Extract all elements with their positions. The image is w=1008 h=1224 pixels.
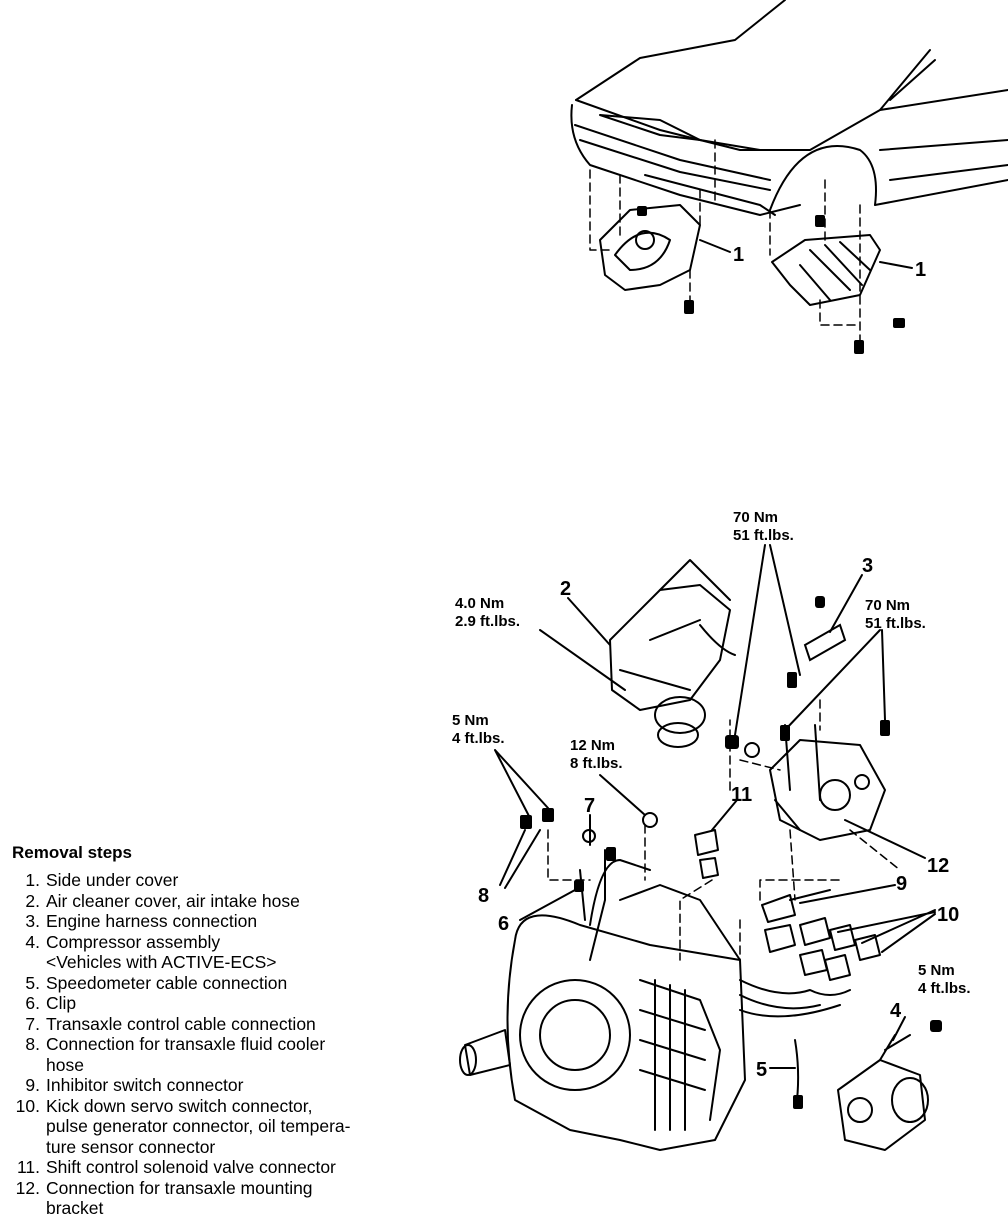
removal-step-number: 7. [25,1013,40,1034]
callout-6: 6 [498,913,509,935]
car-headlight [599,114,761,151]
removal-step-number: 8. [25,1034,40,1054]
removal-step-text: Shift control solenoid valve connector [46,1157,336,1177]
torque-2-9ftlbs: 2.9 ft.lbs. [455,613,520,630]
car-wheel-arch [769,145,877,211]
removal-step-text: Side under cover [46,870,179,890]
callout-1-left: 1 [733,244,744,266]
under-cover-right [771,234,881,306]
callout-5: 5 [756,1059,767,1081]
removal-steps-title: Removal steps [12,843,132,862]
removal-step-text: Speedometer cable connection [46,972,288,993]
removal-step-text: Inhibitor switch connector [46,1075,244,1095]
torque-4ftlbs-left: 4 ft.lbs. [452,730,505,747]
removal-step-text: Connection for transaxle mounting bracke… [46,1177,313,1219]
removal-step-number: 2. [25,890,40,911]
removal-step: 3. Engine harness connection [0,911,440,932]
removal-step-text: Kick down servo switch connector, pulse … [46,1095,351,1157]
removal-step-text: Transaxle control cable connection [46,1013,316,1034]
torque-5nm-left: 5 Nm [452,712,489,729]
removal-step-number: 1. [25,870,40,890]
transaxle-exploded-diagram: 2 3 4 5 6 7 8 9 10 11 12 70 Nm 51 ft.lbs… [452,509,971,1151]
callout-4: 4 [890,1000,902,1022]
removal-step-number: 9. [25,1075,40,1095]
removal-step-text: Clip [46,993,77,1013]
callout-10: 10 [937,904,959,926]
car-hood-edge [575,89,1008,151]
removal-step: 1. Side under cover [0,870,440,891]
callout-7: 7 [584,795,595,817]
callout-11: 11 [731,784,752,806]
callout-9: 9 [896,873,907,895]
removal-step-number: 5. [25,972,40,993]
transaxle-mounting-bracket [769,739,886,841]
removal-step: 4. Compressor assembly <Vehicles with ACT… [0,932,440,973]
removal-step-number: 11. [16,1157,40,1177]
removal-step: 11. Shift control solenoid valve connecto… [0,1157,440,1178]
removal-step: 12. Connection for transaxle mounting bra… [0,1178,440,1219]
shift-control-solenoid-connector [694,829,719,879]
inhibitor-switch-connector [761,889,831,923]
removal-steps-body: 1. Side under cover 2. Air cleaner cover, a… [0,870,440,1219]
callout-3: 3 [862,555,873,577]
removal-step-number: 4. [25,931,40,952]
removal-step: 7. Transaxle control cable connection [0,1014,440,1035]
torque-4nm: 4.0 Nm [455,595,504,612]
callout-2: 2 [560,578,571,600]
kick-down-servo-connectors [799,917,881,961]
removal-step: 10. Kick down servo switch connector, pul… [0,1096,440,1158]
removal-step-number: 6. [25,993,40,1013]
removal-step: 6. Clip [0,993,440,1014]
removal-step-text: Engine harness connection [46,911,258,931]
removal-step-text: Air cleaner cover, air intake hose [46,890,300,911]
callout-1-right: 1 [915,259,926,281]
torque-5nm-right: 5 Nm [918,962,955,979]
removal-step-number: 10. [15,1095,40,1116]
car-under-cover-diagram: 1 1 [570,0,1008,354]
removal-step-text: Connection for transaxle fluid cooler ho… [46,1034,326,1075]
torque-4ftlbs-right: 4 ft.lbs. [918,980,971,997]
removal-steps-list: Removal steps 1. Side under cover 2. Air cl… [0,843,440,1219]
car-bumper [570,104,801,216]
torque-12nm: 12 Nm [570,737,615,754]
removal-step-number: 3. [25,911,40,931]
removal-step: 2. Air cleaner cover, air intake hose [0,891,440,912]
callout-8: 8 [478,885,489,907]
speedometer-cable [794,1039,800,1101]
torque-70nm-left: 70 Nm [733,509,778,526]
torque-51ftlbs-left: 51 ft.lbs. [733,527,794,544]
removal-step: 5. Speedometer cable connection [0,973,440,994]
torque-70nm-right: 70 Nm [865,597,910,614]
removal-step: 8. Connection for transaxle fluid cooler … [0,1034,440,1075]
removal-step-text: Compressor assembly <Vehicles with ACTIV… [46,931,277,973]
air-cleaner-assembly [609,584,731,711]
removal-step-number: 12. [15,1177,40,1198]
transaxle-case [506,914,746,1151]
removal-step: 9. Inhibitor switch connector [0,1075,440,1096]
torque-51ftlbs-right: 51 ft.lbs. [865,615,926,632]
compressor-assembly [837,1059,926,1151]
car-windshield [879,49,936,111]
torque-8ftlbs: 8 ft.lbs. [570,755,623,772]
callout-12: 12 [927,855,949,877]
transaxle-control-cable [579,849,606,961]
car-hood [575,0,786,101]
